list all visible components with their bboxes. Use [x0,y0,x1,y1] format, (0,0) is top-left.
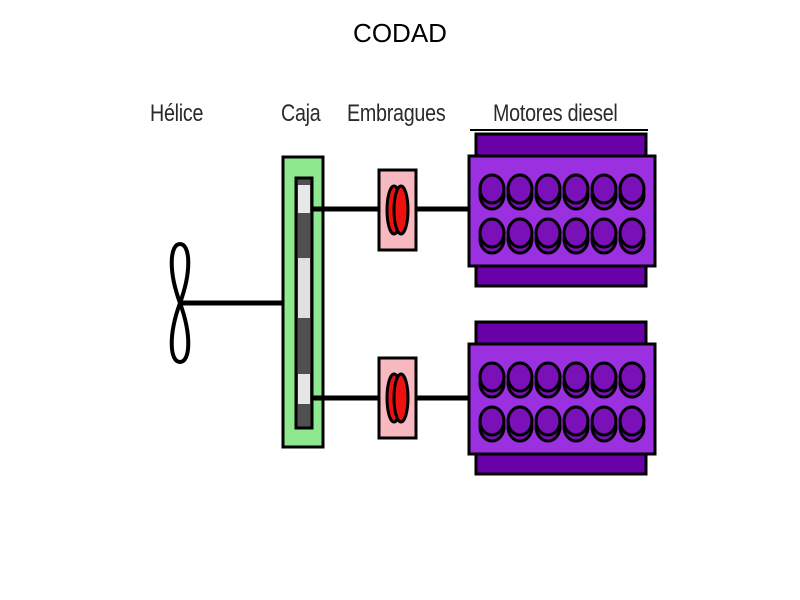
cylinder [590,405,618,437]
clutch-top [377,168,418,252]
gear-segment [298,185,310,213]
cylinder [618,405,646,437]
engine-head-top [474,320,648,346]
label-clutches: Embragues [347,100,446,127]
cylinder [618,361,646,393]
cylinder [618,217,646,249]
label-propeller: Hélice [150,100,204,127]
cylinder [478,173,506,205]
cylinder [506,173,534,205]
cylinder [506,361,534,393]
cylinder [478,405,506,437]
cylinder [534,217,562,249]
engine-top [467,132,657,288]
cylinder [562,173,590,205]
engine-bottom [467,320,657,476]
gear-segment [298,258,310,318]
label-gearbox: Caja [281,100,321,127]
cylinder [506,405,534,437]
cylinder [590,217,618,249]
cylinder [534,405,562,437]
cylinder [534,361,562,393]
cylinder [478,361,506,393]
label-engines: Motores diesel [493,100,618,127]
cylinder [506,217,534,249]
cylinder [562,405,590,437]
clutch-disc [392,184,410,236]
diagram-title: CODAD [353,18,447,48]
gear-segment [298,374,310,404]
clutch-bottom [377,356,418,440]
cylinder [478,217,506,249]
cylinder [618,173,646,205]
cylinder [590,361,618,393]
engine-head-top [474,132,648,158]
clutch-housing [377,168,418,252]
cylinder [562,217,590,249]
cylinder [534,173,562,205]
cylinder [590,173,618,205]
gearbox [281,155,325,449]
cylinder [562,361,590,393]
propeller-icon [169,241,191,365]
clutch-disc [392,372,410,424]
